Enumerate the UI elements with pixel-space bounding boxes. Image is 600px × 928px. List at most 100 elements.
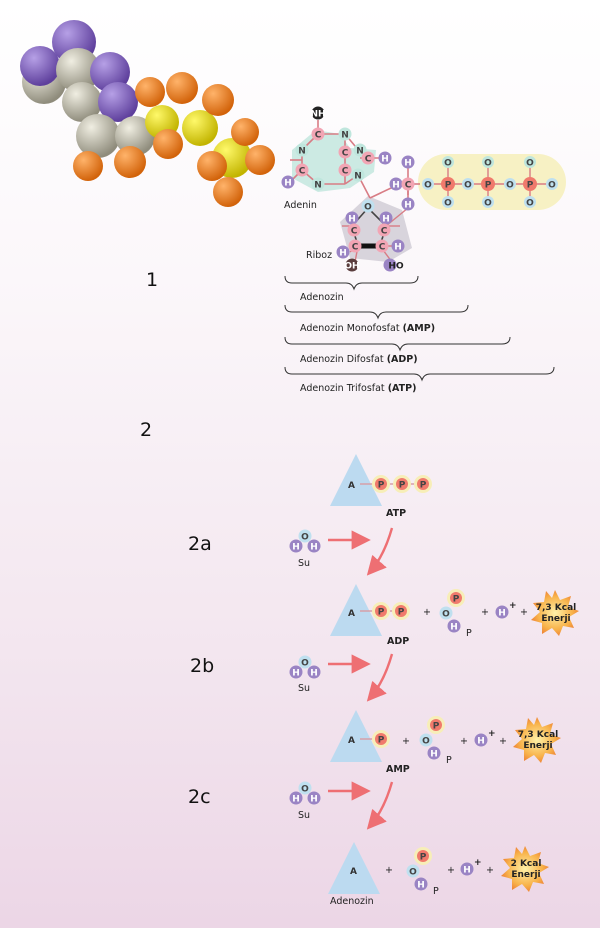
adenine-atoms: NH C N N C N C C N C H N H [281,106,392,191]
svg-text:O: O [484,159,492,169]
plus-8: + [447,865,455,876]
reaction-arrows-3 [328,781,394,830]
svg-text:A: A [350,867,357,877]
svg-text:A: A [348,736,355,746]
plus-7: + [385,865,393,876]
svg-text:O: O [301,785,309,795]
svg-text:Enerji: Enerji [511,870,540,880]
svg-text:H: H [394,243,402,253]
svg-text:7,3 Kcal: 7,3 Kcal [518,730,559,740]
svg-text:P: P [420,481,427,491]
svg-text:+: + [488,729,496,739]
svg-text:P: P [485,181,492,191]
ribose-atoms: H H C H O H H C C C C H H OH HO [336,155,415,272]
svg-text:P: P [433,886,439,897]
energy-starburst-2: 7,3 Kcal Enerji [513,717,561,763]
energy-starburst-3: 2 Kcal Enerji [501,846,549,892]
water-label-2: Su [298,683,310,694]
svg-text:H: H [392,181,400,191]
svg-text:O: O [409,868,417,878]
atp-structural-formula: NH C N N C N C C N C H N H H H C H O H H… [281,106,566,272]
plus-6: + [499,736,507,747]
hydrogen-ion-1: H + [495,601,517,619]
hydrogen-ion-3: H + [460,858,482,876]
svg-text:O: O [484,199,492,209]
svg-text:H: H [382,215,390,225]
svg-text:2 Kcal: 2 Kcal [511,859,542,869]
svg-text:O: O [301,659,309,669]
space-filling-model [20,20,275,207]
svg-text:O: O [444,159,452,169]
svg-text:P: P [527,181,534,191]
svg-text:C: C [352,243,359,253]
svg-text:C: C [299,167,306,177]
section-number-1: 1 [146,269,158,291]
brace-label-adp: Adenozin Difosfat (ADP) [300,354,418,365]
adp-label: ADP [387,636,409,647]
reaction-arrows-2 [328,653,394,702]
hydrogen-ion-2: H + [474,729,496,747]
svg-text:+: + [474,858,482,868]
svg-text:P: P [433,722,440,732]
phosphate-ion-1: P O H P [439,589,472,639]
brace-label-atp: Adenozin Trifosfat (ATP) [300,383,416,394]
svg-text:H: H [404,159,412,169]
svg-text:O: O [424,181,432,191]
svg-text:N: N [298,147,306,157]
water-label-3: Su [298,810,310,821]
svg-text:P: P [378,736,385,746]
svg-text:O: O [442,610,450,620]
svg-text:P: P [378,608,385,618]
water-label-1: Su [298,558,310,569]
adenin-label: Adenin [284,200,317,211]
svg-text:C: C [379,243,386,253]
amp-molecule: A P [330,710,390,762]
svg-text:H: H [417,881,425,891]
svg-text:C: C [381,227,388,237]
section-number-2: 2 [140,419,152,441]
nh2-label: NH [310,110,325,120]
brace-label-amp: Adenozin Monofosfat (AMP) [300,323,435,334]
energy-starburst-1: 7,3 Kcal Enerji [531,590,579,636]
svg-text:P: P [466,628,472,639]
svg-text:Enerji: Enerji [541,614,570,624]
svg-text:H: H [430,750,438,760]
plus-9: + [486,865,494,876]
svg-text:O: O [548,181,556,191]
water-molecule-1: O H H [289,529,321,553]
atp-label: ATP [386,508,406,519]
section-number-2b: 2b [190,655,214,677]
braces [284,275,555,382]
svg-text:O: O [301,533,309,543]
svg-text:C: C [315,131,322,141]
oh-label: OH [344,262,359,272]
svg-text:P: P [378,481,385,491]
adenozin-label: Adenozin [330,896,374,907]
riboz-label: Riboz [306,250,332,261]
brace-label-adenozin: Adenozin [300,292,344,303]
section-number-2c: 2c [188,786,211,808]
svg-text:H: H [498,609,506,619]
svg-text:O: O [526,159,534,169]
svg-text:H: H [310,795,318,805]
phosphate-atoms: O P O O O P O O O P O O O [422,156,558,209]
phosphate-ion-2: P O H P [419,716,452,766]
svg-text:H: H [463,866,471,876]
plus-5: + [460,736,468,747]
plus-4: + [402,736,410,747]
svg-text:H: H [292,669,300,679]
svg-text:H: H [381,155,389,165]
svg-text:P: P [453,595,460,605]
water-molecule-3: O H H [289,781,321,805]
svg-text:O: O [364,203,372,213]
svg-text:N: N [354,172,362,182]
svg-text:P: P [446,755,452,766]
svg-text:O: O [506,181,514,191]
svg-text:P: P [399,481,406,491]
amp-label: AMP [386,764,410,775]
svg-text:C: C [405,181,412,191]
svg-text:P: P [420,853,427,863]
plus-1: + [423,607,431,618]
atp-molecule: A P P P [330,454,432,506]
